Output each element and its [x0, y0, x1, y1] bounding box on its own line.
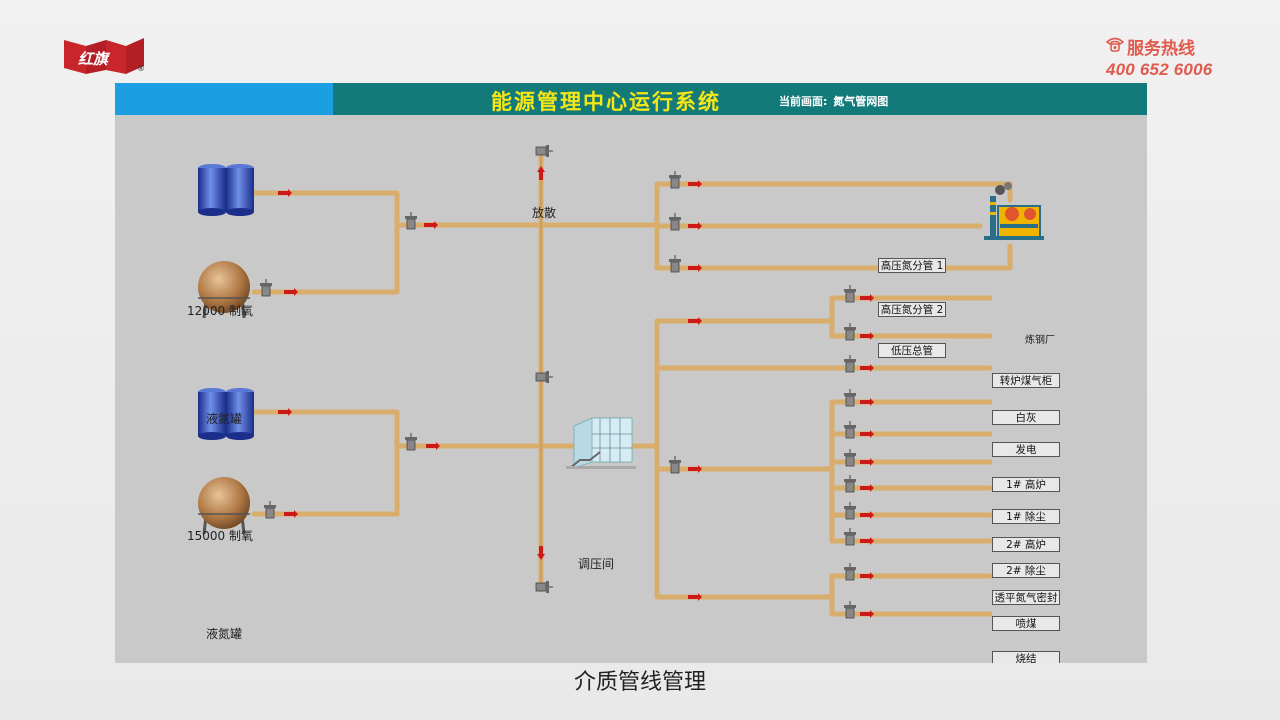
consumer-dust-removal-2[interactable]: 2# 除尘 — [992, 563, 1060, 578]
steel-plant-icon — [984, 182, 1044, 240]
hotline: 服务热线 400 652 6006 — [1105, 34, 1226, 80]
steel-plant-label: 炼钢厂 — [1025, 335, 1055, 346]
liquid-nitrogen-tank-2-label: 液氮罐 — [206, 627, 243, 641]
header-bar: 能源管理中心运行系统 当前画面: 氮气管网图 — [115, 83, 1147, 115]
consumer-converter-gas-holder[interactable]: 转炉煤气柜 — [992, 373, 1060, 388]
consumer-dust-removal-1[interactable]: 1# 除尘 — [992, 509, 1060, 524]
pipes — [251, 147, 1013, 617]
oxygen-plant-12000-label: 12000 制氧 — [187, 304, 253, 318]
current-screen-label: 当前画面: — [779, 95, 828, 108]
consumer-lime[interactable]: 白灰 — [992, 410, 1060, 425]
consumer-sintering[interactable]: 烧结 — [992, 651, 1060, 663]
line-high-pressure-1[interactable]: 高压氮分管 1 — [878, 258, 946, 273]
oxygen-plant-15000-label: 15000 制氧 — [187, 529, 253, 543]
current-screen-value: 氮气管网图 — [833, 95, 889, 108]
hotline-number: 400 652 6006 — [1106, 60, 1213, 79]
liquid-nitrogen-tank-2-icon — [198, 477, 250, 535]
consumer-blast-furnace-1[interactable]: 1# 高炉 — [992, 477, 1060, 492]
regulator-building-icon — [566, 417, 636, 469]
liquid-nitrogen-tank-1-label: 液氮罐 — [206, 412, 243, 426]
vent-top-label: 放散 — [532, 206, 557, 220]
slide-caption: 介质管线管理 — [573, 670, 706, 695]
regulator-label: 调压间 — [578, 557, 615, 571]
line-low-pressure-main[interactable]: 低压总管 — [878, 343, 946, 358]
consumer-blast-furnace-2[interactable]: 2# 高炉 — [992, 537, 1060, 552]
consumer-turbine-nitrogen-seal[interactable]: 透平氮气密封 — [992, 590, 1060, 605]
oxygen-plant-12000-icon — [198, 164, 254, 216]
system-title: 能源管理中心运行系统 — [491, 90, 721, 114]
hotline-label: 服务热线 — [1127, 39, 1195, 58]
line-high-pressure-2[interactable]: 高压氮分管 2 — [878, 302, 946, 317]
liquid-nitrogen-tank-1-icon — [198, 261, 250, 319]
header-accent — [115, 83, 333, 115]
oxygen-plant-15000-icon — [198, 388, 254, 440]
valves — [259, 144, 857, 619]
phone-icon — [1105, 36, 1125, 57]
header-title-bar: 能源管理中心运行系统 当前画面: 氮气管网图 — [333, 83, 1147, 115]
pipe-network-svg — [198, 144, 1044, 619]
brand-logo: 红旗 ® — [62, 34, 148, 76]
consumer-coal-injection[interactable]: 喷煤 — [992, 616, 1060, 631]
flow-arrows — [278, 166, 874, 618]
logo-text-1: 红旗 — [78, 50, 111, 68]
registered-mark: ® — [137, 64, 145, 73]
consumer-power-generation[interactable]: 发电 — [992, 442, 1060, 457]
scada-panel: 能源管理中心运行系统 当前画面: 氮气管网图 — [115, 83, 1147, 663]
current-screen: 当前画面: 氮气管网图 — [777, 93, 888, 109]
